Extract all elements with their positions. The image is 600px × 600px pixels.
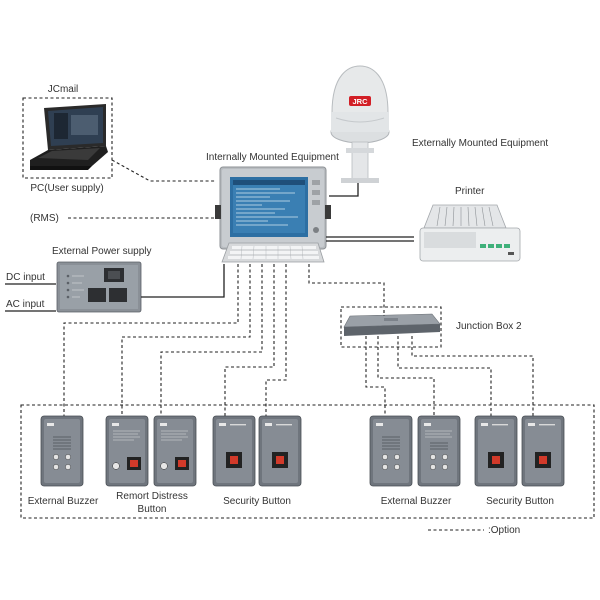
satellite-antenna-icon: JRC [330,65,390,183]
ext-buzzer-right-label: External Buzzer [381,496,452,507]
pc-to-terminal-link [111,159,216,182]
printer-icon [419,204,521,262]
cable-terminal-to-junction-box [308,264,385,316]
remote-distress-label-line2: Button [138,504,167,515]
jcmail-label: JCmail [48,84,79,95]
remote-units-option-box [20,404,595,519]
remote-distress-panel-2 [153,415,197,487]
antenna-jrc-logo: JRC [352,97,368,106]
remote-distress-panel-1 [105,415,149,487]
cable-junction-to-security-2 [411,336,534,416]
ext-buzzer-left-label: External Buzzer [28,496,99,507]
external-buzzer-panel-right-1 [369,415,413,487]
security-button-panel-1 [212,415,256,487]
external-power-supply-icon [56,261,142,313]
cable-terminal-to-security-1 [224,264,275,416]
external-equipment-label: Externally Mounted Equipment [412,138,548,149]
antenna-cable [329,183,359,197]
security-button-panel-2 [258,415,302,487]
cable-junction-to-security-1 [397,336,492,416]
laptop-pc-icon [30,104,108,170]
junction-box-option-box [340,306,442,348]
external-power-label: External Power supply [52,246,152,257]
internal-equipment-label: Internally Mounted Equipment [206,152,339,163]
security-button-panel-right-1 [474,415,518,487]
main-terminal-icon [215,166,331,263]
external-buzzer-panel-right-2 [417,415,461,487]
rms-label: (RMS) [30,213,59,224]
external-buzzer-panel-left [40,415,84,487]
ac-input-label: AC input [6,299,45,310]
junction-box-icon [343,313,441,336]
dc-input-label: DC input [6,272,45,283]
security-button-panel-right-2 [521,415,565,487]
cable-terminal-to-ext-buzzer-left [63,264,239,416]
printer-label: Printer [455,186,485,197]
cable-terminal-to-security-2 [265,264,287,416]
pc-option-box [22,97,113,179]
cable-terminal-to-distress-2 [160,264,263,416]
cable-junction-to-ext-buzzer-1 [365,336,386,416]
junction-box-label: Junction Box 2 [456,321,522,332]
remote-distress-label-line1: Remort Distress [116,491,188,502]
cable-junction-to-ext-buzzer-2 [377,336,435,416]
pc-label: PC(User supply) [30,183,103,194]
power-supply-cable [141,264,225,298]
security-right-label: Security Button [486,496,554,507]
security-left-label: Security Button [223,496,291,507]
option-legend-label: :Option [488,525,520,536]
